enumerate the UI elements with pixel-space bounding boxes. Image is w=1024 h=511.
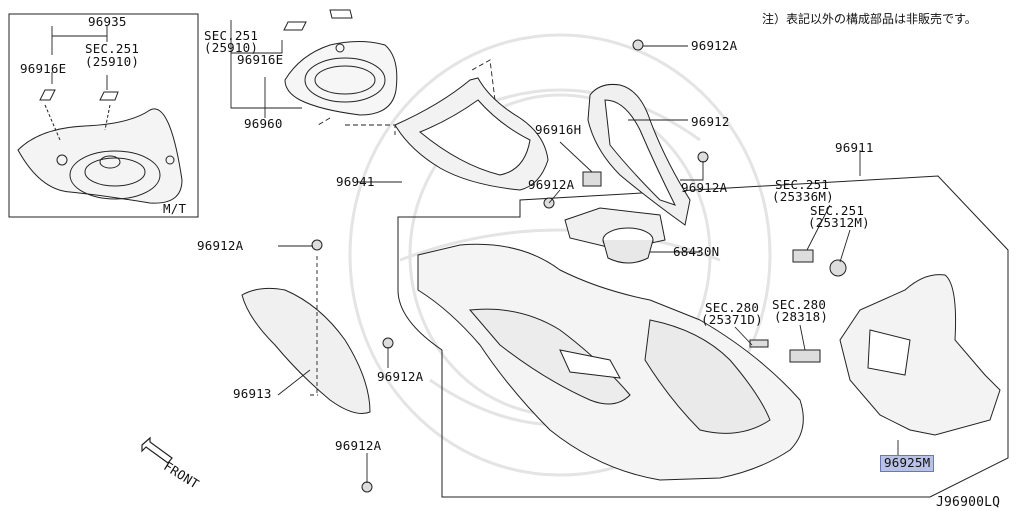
part-96912A-left[interactable]: 96912A	[197, 238, 244, 253]
leader-lines	[230, 20, 899, 483]
inset-sec251-ref: (25910)	[85, 54, 140, 69]
sec251-c[interactable]: SEC.251	[810, 203, 865, 218]
part-96912[interactable]: 96912	[691, 114, 730, 129]
part-96925M-highlighted[interactable]: 96925M	[880, 455, 935, 472]
non-sale-note: 注）表記以外の構成部品は非販売です。	[762, 12, 977, 26]
main-boundary	[397, 175, 1009, 498]
sec280-b-ref: (28318)	[774, 309, 829, 324]
inset-part-96916E[interactable]: 96916E	[20, 61, 67, 76]
cup-holder-part	[564, 207, 666, 264]
part-96916E[interactable]: 96916E	[237, 52, 284, 67]
main-console-body	[417, 243, 804, 481]
part-96912A-right[interactable]: 96912A	[681, 180, 728, 195]
part-96912A-mid[interactable]: 96912A	[528, 177, 575, 192]
inset-sec251[interactable]: SEC.251	[85, 41, 140, 56]
part-96912A-top[interactable]: 96912A	[691, 38, 738, 53]
part-96911[interactable]: 96911	[835, 140, 874, 155]
part-68430N[interactable]: 68430N	[673, 244, 720, 259]
inset-mt-label: M/T	[163, 201, 187, 216]
side-trim-panel	[587, 84, 691, 226]
sec280-a-ref: (25371D)	[701, 312, 763, 327]
front-arrow	[141, 436, 173, 464]
shifter-bezel-part	[283, 9, 398, 116]
part-96960[interactable]: 96960	[244, 116, 283, 131]
inset-part-96935[interactable]: 96935	[88, 14, 127, 29]
sec251-a[interactable]: SEC.251	[204, 28, 259, 43]
inset-shifter-bezel	[17, 89, 183, 204]
part-96916H[interactable]: 96916H	[535, 122, 582, 137]
part-96941[interactable]: 96941	[336, 174, 375, 189]
part-96912A-bottom[interactable]: 96912A	[335, 438, 382, 453]
side-finisher-panel	[241, 287, 371, 414]
inset-leaders	[51, 26, 108, 90]
rear-bracket-assembly	[839, 274, 1001, 436]
sec251-c-ref: (25312M)	[808, 215, 870, 230]
sec251-a-ref: (25910)	[204, 40, 259, 55]
console-finisher-frame	[394, 77, 549, 191]
part-96912A-side[interactable]: 96912A	[377, 369, 424, 384]
part-96913[interactable]: 96913	[233, 386, 272, 401]
sec251-b-ref: (25336M)	[772, 189, 834, 204]
mt-inset-box	[8, 13, 199, 218]
diagram-id: J96900LQ	[936, 495, 1001, 510]
sec251-b[interactable]: SEC.251	[775, 177, 830, 192]
sec280-b[interactable]: SEC.280	[772, 297, 827, 312]
sec280-a[interactable]: SEC.280	[705, 300, 760, 315]
